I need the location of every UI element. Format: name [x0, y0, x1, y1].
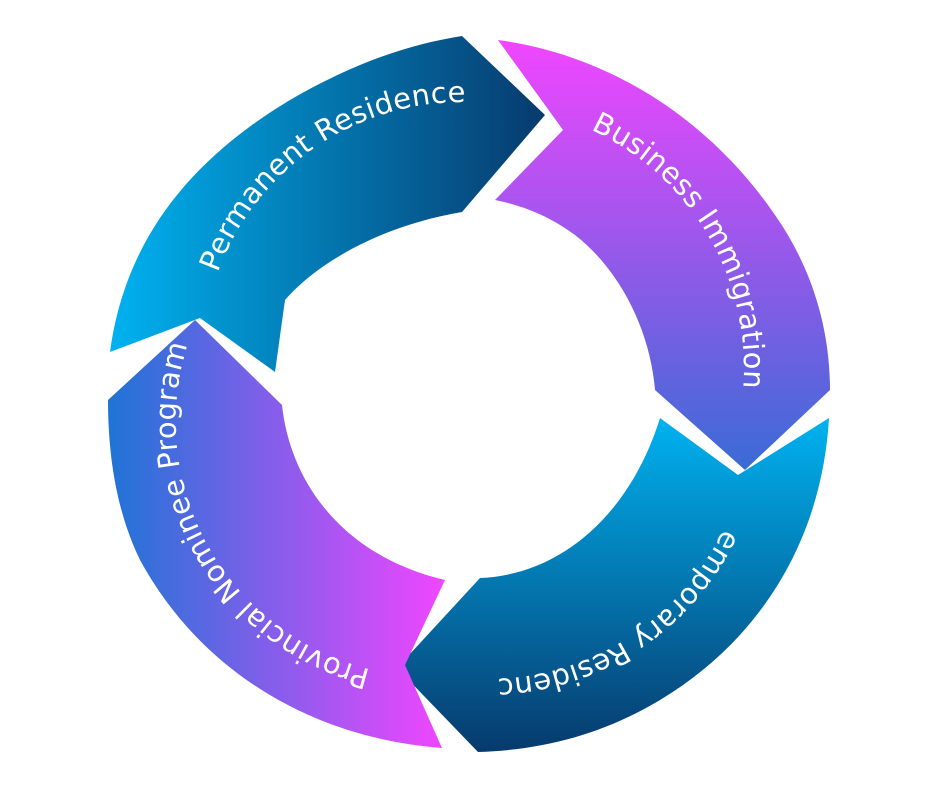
- segment-business-immigration: Business Immigration: [495, 40, 830, 470]
- segment-permanent-residence: Permanent Residence: [110, 36, 545, 372]
- segment-provincial-nominee-program: Provincial Nominee Program: [108, 320, 445, 748]
- arrow-temporary-residence: [397, 418, 829, 752]
- arrow-permanent-residence: [110, 36, 545, 372]
- arrow-business-immigration: [495, 40, 830, 470]
- arrow-provincial-nominee-program: [108, 320, 445, 748]
